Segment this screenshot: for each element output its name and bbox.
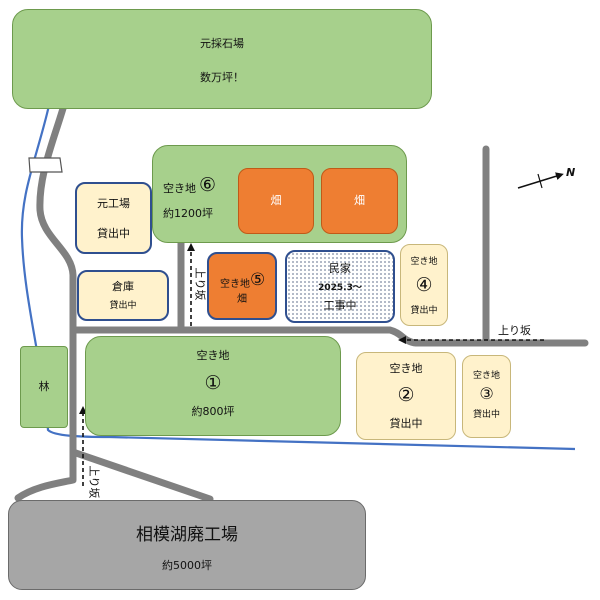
lot-status: 貸出中 [389, 417, 423, 430]
lot-vacant-3[interactable]: 空き地 ③ 貸出中 [462, 355, 511, 438]
lot-number: ③ [479, 384, 494, 403]
lot-vacant-5[interactable]: 空き地 ⑤ 畑 [207, 252, 277, 320]
bridge [28, 157, 63, 173]
lot-status: 貸出中 [472, 410, 500, 420]
field-b[interactable]: 畑 [321, 168, 398, 234]
road-to-main-factory [69, 448, 214, 503]
forest-label: 林 [38, 380, 50, 393]
lot-status: 貸出中 [97, 227, 130, 240]
lot-size: 約1200坪 [163, 207, 213, 220]
lot-name: 空き地 [389, 362, 423, 375]
field-a[interactable]: 畑 [238, 168, 314, 234]
slope-label-lower: 上り坂 [87, 465, 101, 499]
house-date: 2025.3～ [318, 283, 362, 293]
main-road-west [14, 71, 77, 502]
forest[interactable]: 林 [20, 346, 68, 428]
lot-vacant-4[interactable]: 空き地 ④ 貸出中 [400, 244, 448, 326]
private-house[interactable]: 民家 2025.3～ 工事中 [285, 250, 395, 323]
field-label: 畑 [354, 194, 365, 207]
lot-former-factory[interactable]: 元工場 貸出中 [75, 182, 152, 254]
lot-name: 空き地 [196, 349, 230, 362]
lot-status: 貸出中 [109, 301, 137, 311]
lot-vacant-1[interactable]: 空き地 ① 約800坪 [85, 336, 341, 436]
lot-number: ② [397, 384, 415, 406]
lot-name: 倉庫 [112, 280, 134, 293]
lot-name: 空き地 [220, 279, 250, 290]
house-status: 工事中 [323, 299, 357, 312]
field-label: 畑 [270, 194, 282, 207]
lot-number: ⑥ [199, 174, 217, 196]
lot-sagamiko-factory[interactable]: 相模湖廃工場 約5000坪 [8, 500, 366, 590]
river [20, 71, 576, 451]
lot-vacant-2[interactable]: 空き地 ② 貸出中 [356, 352, 456, 440]
lot-name: 元採石場 [200, 37, 244, 50]
lot-status: 貸出中 [410, 306, 438, 316]
slope-label-right: 上り坂 [498, 324, 531, 337]
lot-name: 空き地 [472, 371, 500, 381]
lot-name: 相模湖廃工場 [136, 525, 238, 545]
lot-name: 空き地 [163, 182, 196, 195]
lot-size: 約800坪 [191, 405, 235, 418]
lot-warehouse[interactable]: 倉庫 貸出中 [77, 270, 169, 321]
lot-size: 数万坪！ [200, 71, 244, 84]
lot-number: ④ [415, 274, 433, 296]
lot-former-quarry[interactable]: 元採石場 数万坪！ [12, 9, 432, 109]
lot-name: 空き地 [410, 257, 438, 267]
lot-name: 元工場 [97, 197, 130, 210]
lot-use: 畑 [237, 294, 247, 305]
lot-number: ① [204, 372, 222, 394]
compass-arrow-icon [517, 172, 564, 189]
compass-north-label: N [566, 166, 576, 179]
roads [14, 71, 589, 503]
lot-number: ⑤ [250, 270, 266, 290]
house-name: 民家 [329, 262, 351, 275]
lot-size: 約5000坪 [162, 559, 212, 572]
